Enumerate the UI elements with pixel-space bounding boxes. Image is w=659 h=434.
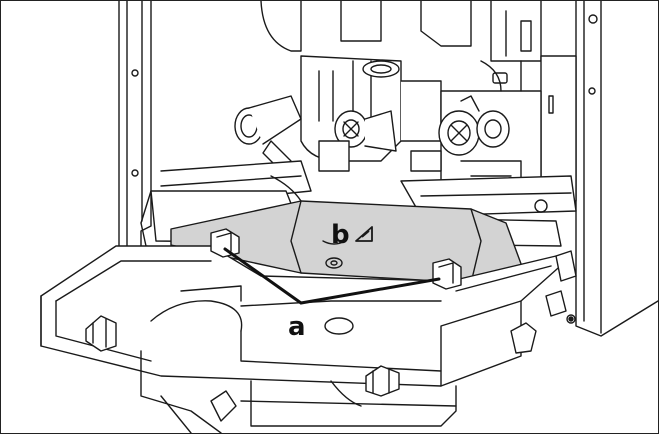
- center-valve: [334, 110, 397, 152]
- tray-underside: [140, 350, 457, 433]
- triangle-icon: [355, 226, 373, 242]
- tray-clips: [85, 315, 537, 422]
- callout-a-leader: [223, 247, 441, 305]
- valve-fittings: [234, 95, 510, 172]
- left-valve: [234, 95, 302, 172]
- catch-clip-right: [432, 258, 462, 290]
- callout-a-label: a: [288, 312, 306, 342]
- callout-b-label: b: [331, 220, 350, 250]
- right-connector: [545, 250, 577, 317]
- catch-clip-left: [210, 228, 240, 258]
- right-valve: [438, 95, 510, 156]
- right-casing-panel: [566, 1, 658, 337]
